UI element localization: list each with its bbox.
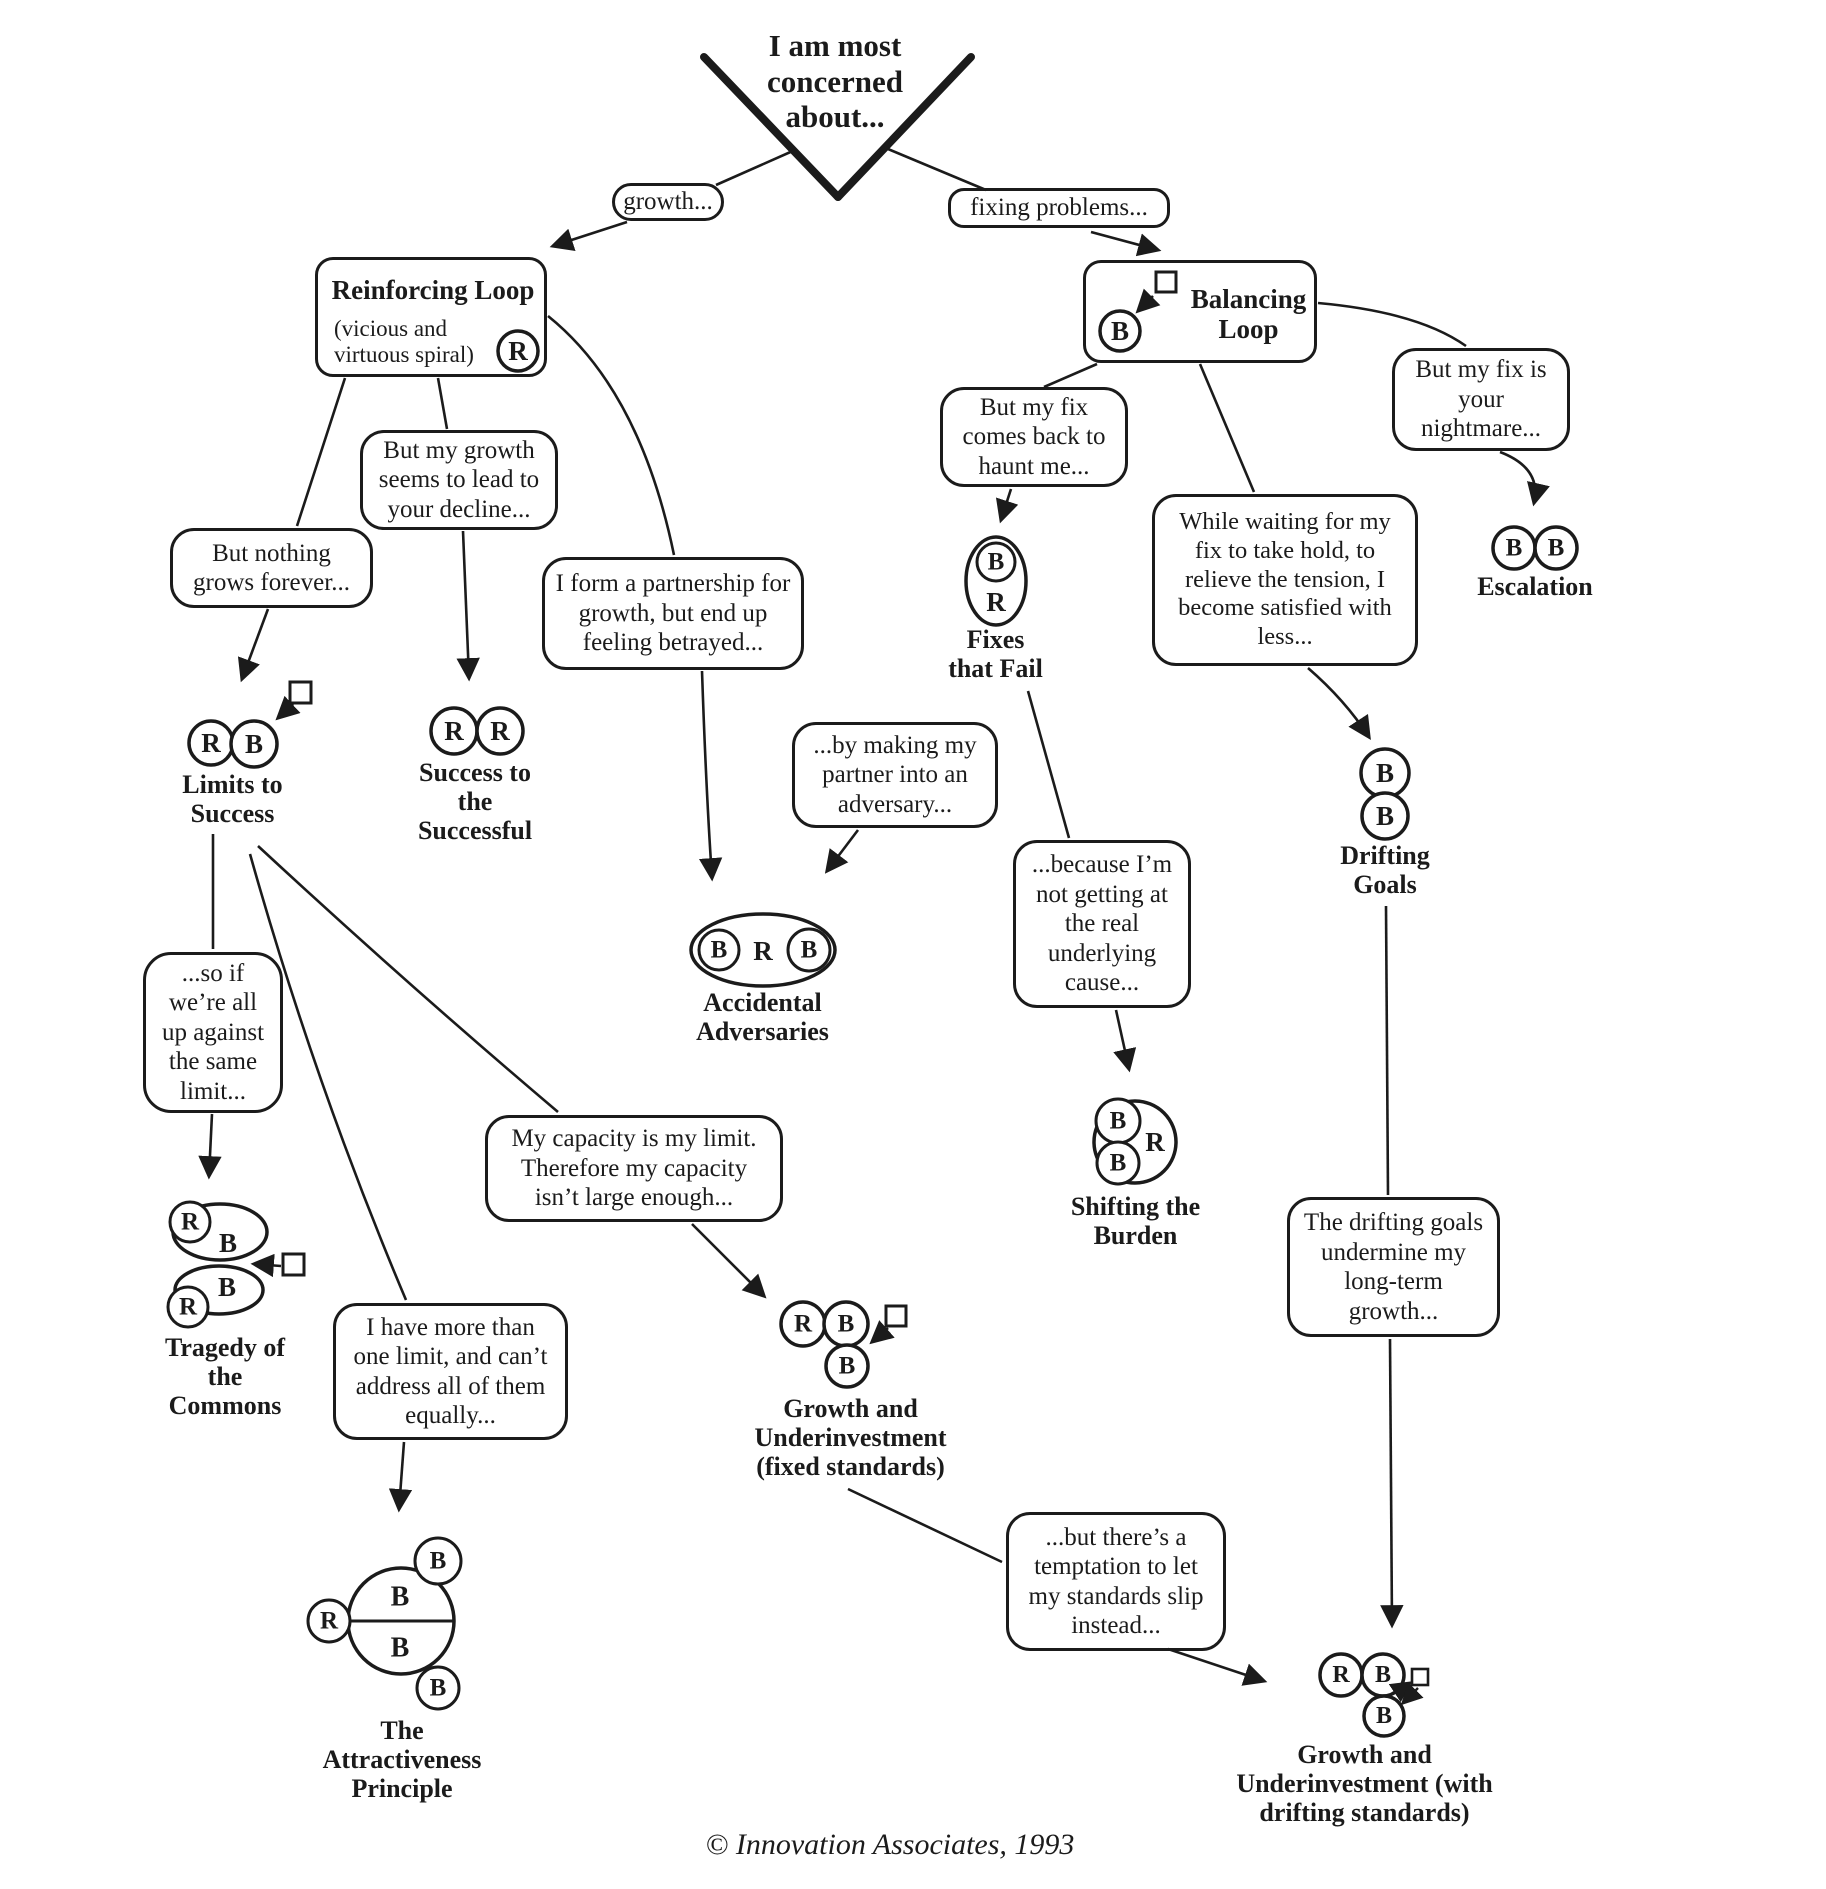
bubble-so-if: ...so if we’re all up against the same l… bbox=[143, 952, 283, 1113]
label-drifting-goals: Drifting Goals bbox=[1340, 841, 1430, 900]
branch-fixing-problems-label: fixing problems... bbox=[970, 194, 1148, 221]
limits-to-success-icon: R B bbox=[187, 680, 313, 769]
svg-text:R: R bbox=[794, 1311, 813, 1338]
escalation-icon: B B bbox=[1491, 525, 1579, 571]
reinforcing-loop-box: Reinforcing Loop (vicious and virtuous s… bbox=[315, 257, 547, 377]
balancing-loop-title: Balancing Loop bbox=[1190, 284, 1307, 344]
svg-text:B: B bbox=[1376, 801, 1394, 831]
attractiveness-principle-icon: R B B B B bbox=[306, 1536, 463, 1711]
svg-text:B: B bbox=[1376, 758, 1394, 788]
label-fixes-that-fail: Fixes that Fail bbox=[948, 625, 1043, 684]
svg-text:B: B bbox=[839, 1353, 856, 1380]
svg-text:B: B bbox=[391, 1633, 410, 1664]
bubble-fix-nightmare: But my fix is your nightmare... bbox=[1392, 348, 1570, 451]
page-title: I am most concerned about... bbox=[766, 28, 904, 135]
svg-text:B: B bbox=[1548, 535, 1565, 562]
bubble-but-nothing: But nothing grows forever... bbox=[170, 528, 373, 608]
bubble-by-making-partner: ...by making my partner into an adversar… bbox=[792, 722, 998, 828]
reinforcing-loop-title: Reinforcing Loop bbox=[331, 275, 535, 305]
label-gu-drifting: Growth and Underinvestment (with driftin… bbox=[1236, 1740, 1493, 1828]
bubble-text: My capacity is my limit. Therefore my ca… bbox=[511, 1125, 757, 1212]
reinforcing-loop-subtitle: (vicious and virtuous spiral) bbox=[334, 316, 474, 368]
bubble-because-im: ...because I’m not getting at the real u… bbox=[1013, 840, 1191, 1008]
svg-text:B: B bbox=[1376, 1703, 1392, 1729]
bubble-temptation: ...but there’s a temptation to let my st… bbox=[1006, 1512, 1226, 1651]
svg-text:B: B bbox=[391, 1582, 410, 1613]
svg-text:R: R bbox=[320, 1608, 339, 1635]
bubble-text: I have more than one limit, and can’t ad… bbox=[353, 1313, 548, 1430]
accidental-adversaries-icon: B R B bbox=[689, 912, 837, 988]
balancing-loop-box: Balancing Loop bbox=[1083, 260, 1317, 363]
bubble-text: While waiting for my fix to take hold, t… bbox=[1178, 507, 1392, 651]
svg-text:B: B bbox=[838, 1311, 855, 1338]
bubble-text: But my fix comes back to haunt me... bbox=[962, 393, 1106, 480]
shifting-the-burden-icon: B B R bbox=[1092, 1097, 1178, 1186]
bubble-text: But nothing grows forever... bbox=[193, 539, 350, 597]
label-limits-to-success: Limits to Success bbox=[182, 770, 283, 829]
svg-text:R: R bbox=[1332, 1662, 1350, 1688]
bubble-drifting-undermine: The drifting goals undermine my long-ter… bbox=[1287, 1197, 1500, 1337]
bubble-text: ...but there’s a temptation to let my st… bbox=[1028, 1523, 1204, 1640]
label-escalation: Escalation bbox=[1477, 572, 1593, 601]
fixes-that-fail-icon: B R bbox=[964, 535, 1028, 627]
bubble-fix-comes-back: But my fix comes back to haunt me... bbox=[940, 387, 1128, 487]
bubble-text: The drifting goals undermine my long-ter… bbox=[1303, 1209, 1484, 1325]
label-gu-fixed: Growth and Underinvestment (fixed standa… bbox=[754, 1394, 947, 1482]
svg-text:R: R bbox=[490, 716, 510, 746]
svg-text:B: B bbox=[1506, 535, 1523, 562]
svg-text:B: B bbox=[245, 729, 263, 759]
label-attractiveness-principle: The Attractiveness Principle bbox=[322, 1716, 482, 1804]
svg-text:B: B bbox=[1110, 1108, 1127, 1135]
label-tragedy-of-commons: Tragedy of the Commons bbox=[164, 1333, 286, 1421]
bubble-but-my-growth: But my growth seems to lead to your decl… bbox=[360, 430, 558, 530]
svg-text:R: R bbox=[201, 728, 221, 758]
svg-text:B: B bbox=[430, 1548, 447, 1575]
bubble-while-waiting: While waiting for my fix to take hold, t… bbox=[1152, 494, 1418, 666]
bubble-more-than-one-limit: I have more than one limit, and can’t ad… bbox=[333, 1303, 568, 1440]
branch-growth-label: growth... bbox=[623, 188, 713, 215]
bubble-i-form-partnership: I form a partnership for growth, but end… bbox=[542, 557, 804, 670]
bubble-text: ...by making my partner into an adversar… bbox=[813, 731, 977, 818]
bubble-text: ...so if we’re all up against the same l… bbox=[161, 959, 265, 1105]
svg-text:B: B bbox=[218, 1272, 236, 1302]
label-shifting-the-burden: Shifting the Burden bbox=[1070, 1192, 1201, 1251]
drifting-goals-icon: B B bbox=[1359, 747, 1411, 841]
svg-text:R: R bbox=[181, 1209, 200, 1236]
branch-fixing-problems: fixing problems... bbox=[948, 188, 1170, 228]
bubble-my-capacity: My capacity is my limit. Therefore my ca… bbox=[485, 1115, 783, 1222]
svg-text:R: R bbox=[1145, 1127, 1165, 1157]
label-accidental-adversaries: Accidental Adversaries bbox=[696, 988, 829, 1047]
svg-text:B: B bbox=[801, 937, 818, 964]
svg-text:B: B bbox=[988, 549, 1005, 576]
svg-text:B: B bbox=[711, 937, 728, 964]
bubble-text: I form a partnership for growth, but end… bbox=[555, 570, 791, 657]
svg-text:B: B bbox=[1375, 1662, 1391, 1688]
branch-growth: growth... bbox=[612, 183, 724, 221]
bubble-text: ...because I’m not getting at the real u… bbox=[1031, 851, 1173, 997]
svg-text:B: B bbox=[430, 1675, 447, 1702]
tragedy-of-commons-icon: R B B R bbox=[166, 1200, 306, 1329]
success-to-successful-icon: R R bbox=[429, 706, 525, 756]
gu-drifting-standards-icon: R B B bbox=[1318, 1652, 1430, 1738]
label-success-to-successful: Success to the Successful bbox=[417, 758, 533, 846]
svg-text:R: R bbox=[444, 716, 464, 746]
bubble-text: But my fix is your nightmare... bbox=[1415, 356, 1547, 443]
svg-text:B: B bbox=[1110, 1150, 1127, 1177]
svg-text:B: B bbox=[219, 1228, 237, 1258]
bubble-text: But my growth seems to lead to your decl… bbox=[378, 436, 540, 523]
gu-fixed-standards-icon: R B B bbox=[779, 1300, 908, 1389]
svg-text:R: R bbox=[986, 587, 1006, 617]
svg-text:R: R bbox=[179, 1294, 198, 1321]
svg-text:R: R bbox=[753, 936, 773, 966]
copyright-line: © Innovation Associates, 1993 bbox=[705, 1828, 1075, 1861]
